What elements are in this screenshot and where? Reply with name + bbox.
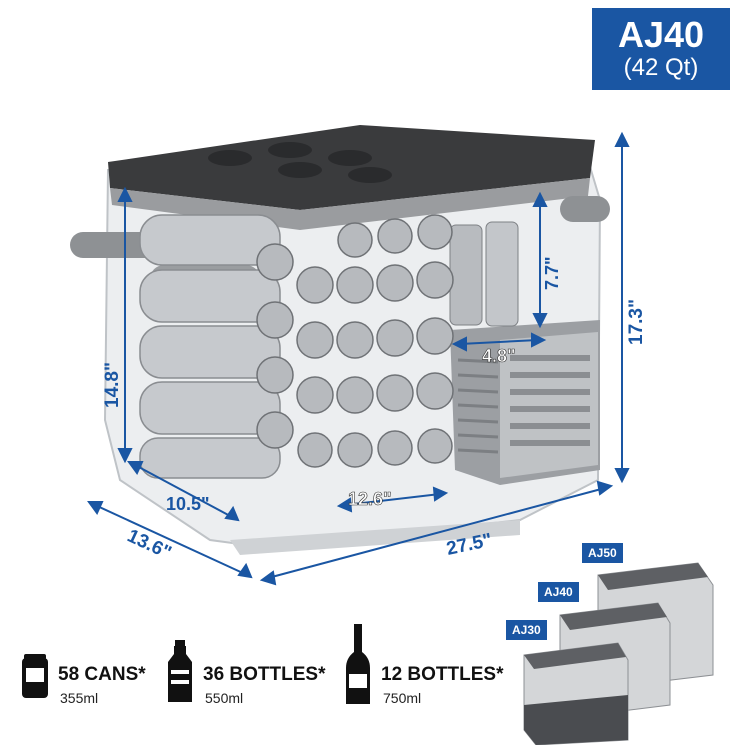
cooler-body bbox=[70, 125, 610, 555]
size-label-aj40: AJ40 bbox=[538, 582, 579, 602]
capacity-bottles-sub: 550ml bbox=[205, 690, 244, 706]
capacity-item-bottles: 36 BOTTLES* 550ml bbox=[165, 640, 345, 710]
size-label-aj30: AJ30 bbox=[506, 620, 547, 640]
capacity-item-wine: 12 BOTTLES* 750ml bbox=[345, 624, 525, 710]
model-name: AJ40 bbox=[617, 14, 705, 55]
capacity-cans-sub: 355ml bbox=[60, 690, 99, 706]
width-inner-label: 12.6" bbox=[348, 489, 392, 509]
model-capacity: (42 Qt) bbox=[623, 54, 699, 81]
depth-total-label: 13.6" bbox=[124, 525, 175, 563]
height-total-label: 17.3" bbox=[626, 299, 647, 345]
can-icon bbox=[22, 654, 48, 698]
capacity-bottles-title: 36 BOTTLES* bbox=[203, 664, 326, 685]
size-lineup-illustration bbox=[523, 562, 714, 745]
model-badge: AJ40 (42 Qt) bbox=[592, 8, 730, 90]
wine-bottle-icon bbox=[346, 624, 370, 704]
dimension-lines bbox=[87, 131, 630, 586]
capacity-wine-title: 12 BOTTLES* bbox=[381, 664, 504, 685]
size-label-aj50: AJ50 bbox=[582, 543, 623, 563]
capacity-wine-sub: 750ml bbox=[383, 690, 422, 706]
compartment-height-label: 7.7" bbox=[542, 256, 562, 290]
bottle-icon bbox=[168, 640, 192, 702]
depth-inner-label: 10.5" bbox=[166, 494, 210, 514]
compartment-width-label: 4.8" bbox=[482, 346, 516, 366]
height-inner-label: 14.8" bbox=[102, 362, 123, 408]
capacity-cans-title: 58 CANS* bbox=[58, 664, 146, 685]
capacity-item-cans: 58 CANS* 355ml bbox=[20, 640, 170, 710]
